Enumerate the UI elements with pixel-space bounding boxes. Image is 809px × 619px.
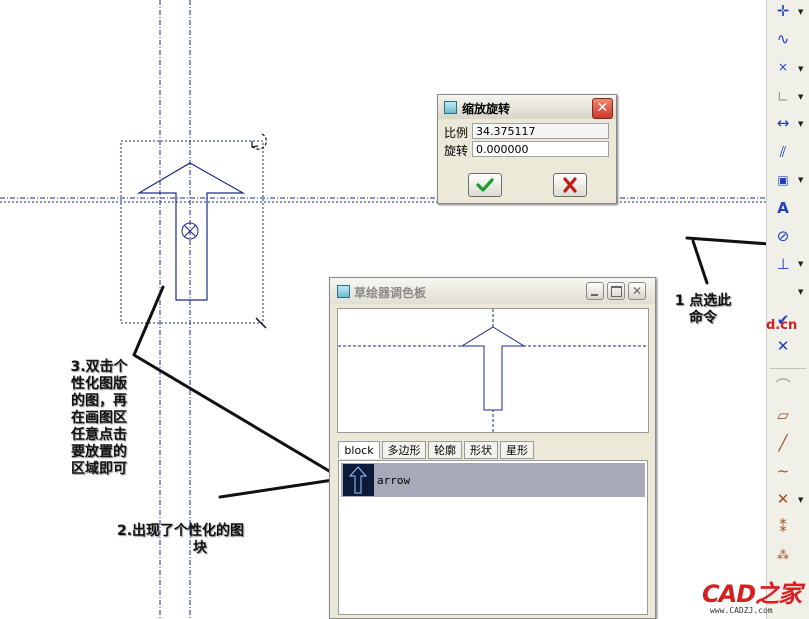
list-item-label: arrow — [377, 474, 411, 487]
dropdown-arrow-icon[interactable]: ▼ — [798, 8, 804, 16]
dropdown-arrow-icon[interactable]: ▼ — [798, 288, 804, 296]
arrow-thumbnail-icon — [343, 464, 374, 496]
mirror-icon[interactable]: ⁑ — [779, 518, 787, 536]
rotate-field[interactable]: 0.000000 — [472, 141, 609, 157]
dropdown-arrow-icon[interactable]: ▼ — [798, 93, 804, 101]
fillet-icon[interactable]: ⌒ — [775, 377, 791, 395]
dropdown-arrow-icon[interactable]: ▼ — [798, 260, 804, 268]
ok-button[interactable] — [468, 173, 502, 197]
palette-preview — [337, 308, 649, 433]
rotate-label: 旋转 — [444, 144, 469, 158]
sketch-palette-window: 草绘器调色板 ✕ block 多边形 轮廓 形状 星形 arrow — [329, 277, 656, 619]
modify-icon[interactable]: ⫽ — [779, 143, 787, 161]
watermark-brand: CAD之家 — [702, 580, 802, 608]
preview-arrow-shape — [460, 326, 526, 411]
rotate-handle-icon[interactable] — [251, 133, 267, 150]
toolbar-separator — [770, 368, 806, 369]
preview-arrow-drawing — [338, 309, 648, 432]
annotation-line-step3 — [132, 285, 348, 483]
dropdown-arrow-icon[interactable]: ▼ — [798, 496, 804, 504]
scale-rotate-dialog: 缩放旋转 ✕ 比例 34.375117 旋转 0.000000 — [437, 94, 617, 204]
cancel-icon[interactable]: ✕ — [776, 337, 790, 355]
constraint-icon[interactable]: ▣ — [777, 173, 789, 187]
minimize-icon — [591, 294, 598, 296]
annotation-step3-line: 的图，再 — [71, 393, 127, 409]
minimize-button[interactable] — [586, 282, 604, 300]
annotation-step2-line: 2.出现了个性化的图 — [117, 523, 245, 539]
center-marker-x2 — [183, 224, 197, 238]
intersect-icon[interactable]: ✕ — [776, 490, 790, 508]
annotation-step3: 3.双击个 性化图版 的图，再 在画图区 任意点击 要放置的 区域即可 — [49, 359, 149, 478]
tab-shape[interactable]: 形状 — [464, 441, 498, 459]
annotation-step1: 1 点选此 命令 — [664, 293, 742, 327]
annotation-line-step2 — [218, 478, 335, 499]
close-button[interactable]: ✕ — [592, 98, 613, 119]
annotation-step3-line: 在画图区 — [71, 410, 127, 426]
center-marker-icon — [181, 222, 199, 240]
tab-polygon[interactable]: 多边形 — [382, 441, 426, 459]
check-icon — [476, 178, 494, 192]
palette-close-button[interactable]: ✕ — [628, 282, 646, 300]
curve-icon[interactable]: ∼ — [776, 462, 790, 480]
annotation-step3-line: 要放置的 — [71, 444, 127, 460]
palette-icon[interactable]: ⊘ — [776, 227, 790, 245]
annotation-step2-line: 块 — [193, 540, 207, 556]
close-icon: ✕ — [631, 284, 643, 298]
list-item[interactable]: arrow — [341, 463, 645, 497]
maximize-button[interactable] — [607, 282, 625, 300]
divide-icon[interactable]: ⁂ — [777, 548, 789, 562]
trim-icon[interactable]: ⊥ — [776, 255, 790, 273]
maximize-icon — [611, 286, 622, 297]
rotate-handle-arrow — [251, 141, 259, 148]
scale-field[interactable]: 34.375117 — [472, 123, 609, 139]
text-icon[interactable]: A — [777, 199, 789, 217]
selection-box[interactable] — [120, 140, 264, 324]
accept-icon[interactable]: ✔ — [776, 311, 790, 329]
dialog-app-icon — [444, 101, 457, 114]
spline-icon[interactable]: ∿ — [776, 30, 790, 48]
palette-titlebar[interactable]: 草绘器调色板 ✕ — [330, 278, 655, 304]
annotation-line-step1-tail — [691, 239, 709, 285]
arrow-shape[interactable] — [136, 162, 246, 301]
parallelogram-icon[interactable]: ▱ — [777, 406, 789, 424]
dropdown-arrow-icon[interactable]: ▼ — [798, 176, 804, 184]
tab-star[interactable]: 星形 — [500, 441, 534, 459]
point-tool-icon[interactable]: ✛ — [776, 2, 790, 20]
annotation-step2: 2.出现了个性化的图 块 — [117, 523, 287, 557]
scale-label: 比例 — [444, 126, 469, 140]
line-icon[interactable]: ╱ — [778, 434, 788, 452]
watermark-url: www.CADZJ.com — [710, 606, 773, 615]
annotation-step3-line: 性化图版 — [71, 376, 127, 392]
dropdown-arrow-icon[interactable]: ▼ — [798, 120, 804, 128]
watermark-partial: d.cn — [766, 318, 798, 333]
annotation-step3-line: 区域即可 — [71, 461, 127, 477]
cancel-button[interactable] — [553, 173, 587, 197]
annotation-step1-line: 命令 — [689, 310, 717, 326]
annotation-step1-line: 1 点选此 — [674, 293, 732, 309]
x-icon — [563, 177, 577, 193]
dropdown-arrow-icon[interactable]: ▼ — [798, 65, 804, 73]
dialog-titlebar[interactable]: 缩放旋转 ✕ — [438, 95, 616, 119]
sketch-toolbar — [766, 0, 809, 619]
annotation-step3-line: 任意点击 — [71, 427, 127, 443]
dialog-title: 缩放旋转 — [462, 102, 511, 116]
palette-app-icon — [337, 285, 350, 298]
palette-item-list: arrow — [338, 460, 648, 615]
annotation-step3-line: 3.双击个 — [70, 359, 128, 375]
palette-title: 草绘器调色板 — [354, 286, 427, 300]
tab-profile[interactable]: 轮廓 — [428, 441, 462, 459]
dimension-icon[interactable]: ↔ — [776, 114, 790, 132]
scale-handle-icon[interactable] — [255, 317, 267, 329]
annotation-line-step1 — [685, 236, 771, 246]
tab-block[interactable]: block — [338, 441, 380, 459]
x-point-icon[interactable]: × — [777, 60, 789, 74]
corner-icon[interactable]: ∟ — [776, 88, 790, 106]
watermark-logo: CAD之家 www.CADZJ.com — [680, 572, 809, 619]
